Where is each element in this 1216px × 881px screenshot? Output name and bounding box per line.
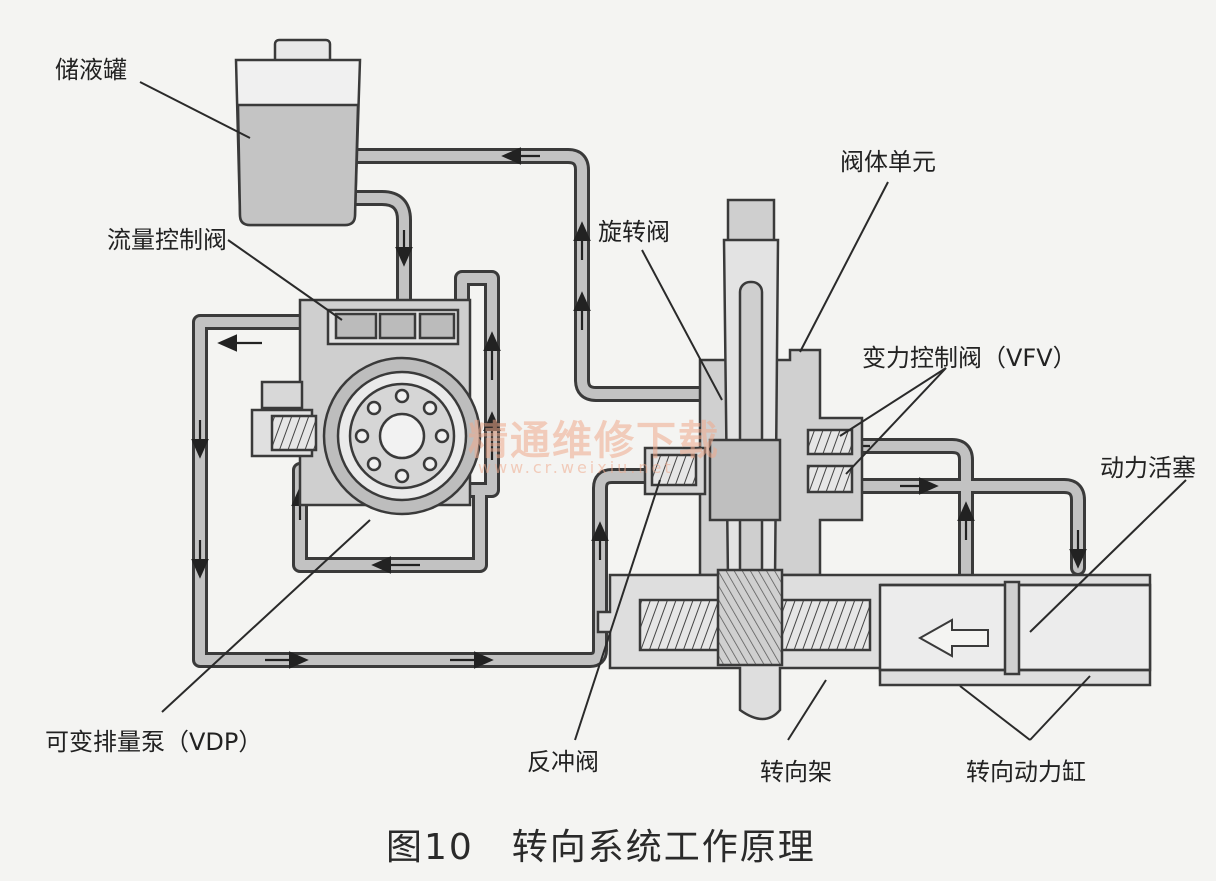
steering-rack-and-cylinder (596, 568, 1152, 721)
valve-body-unit (643, 198, 864, 584)
label-valve-body-unit: 阀体单元 (840, 148, 936, 176)
variable-displacement-pump (250, 298, 482, 516)
watermark-url: www.cr.weixiu.net (478, 458, 674, 477)
label-power-piston: 动力活塞 (1100, 454, 1196, 482)
reservoir-tank (234, 38, 362, 227)
label-rotary-valve: 旋转阀 (598, 218, 670, 246)
label-vfv: 变力控制阀（VFV） (862, 344, 1077, 372)
label-reservoir: 储液罐 (55, 56, 127, 84)
figure-caption: 图10 转向系统工作原理 (386, 827, 816, 868)
flow-arrows (191, 147, 1087, 669)
leader-lines (139, 81, 1187, 741)
label-flow-control-valve: 流量控制阀 (107, 226, 227, 254)
label-vdp: 可变排量泵（VDP） (45, 728, 263, 756)
label-power-cylinder: 转向动力缸 (966, 758, 1086, 786)
label-steering-rack: 转向架 (760, 758, 832, 786)
watermark-text: 精通维修下载 (468, 417, 720, 464)
label-check-valve: 反冲阀 (527, 748, 599, 776)
